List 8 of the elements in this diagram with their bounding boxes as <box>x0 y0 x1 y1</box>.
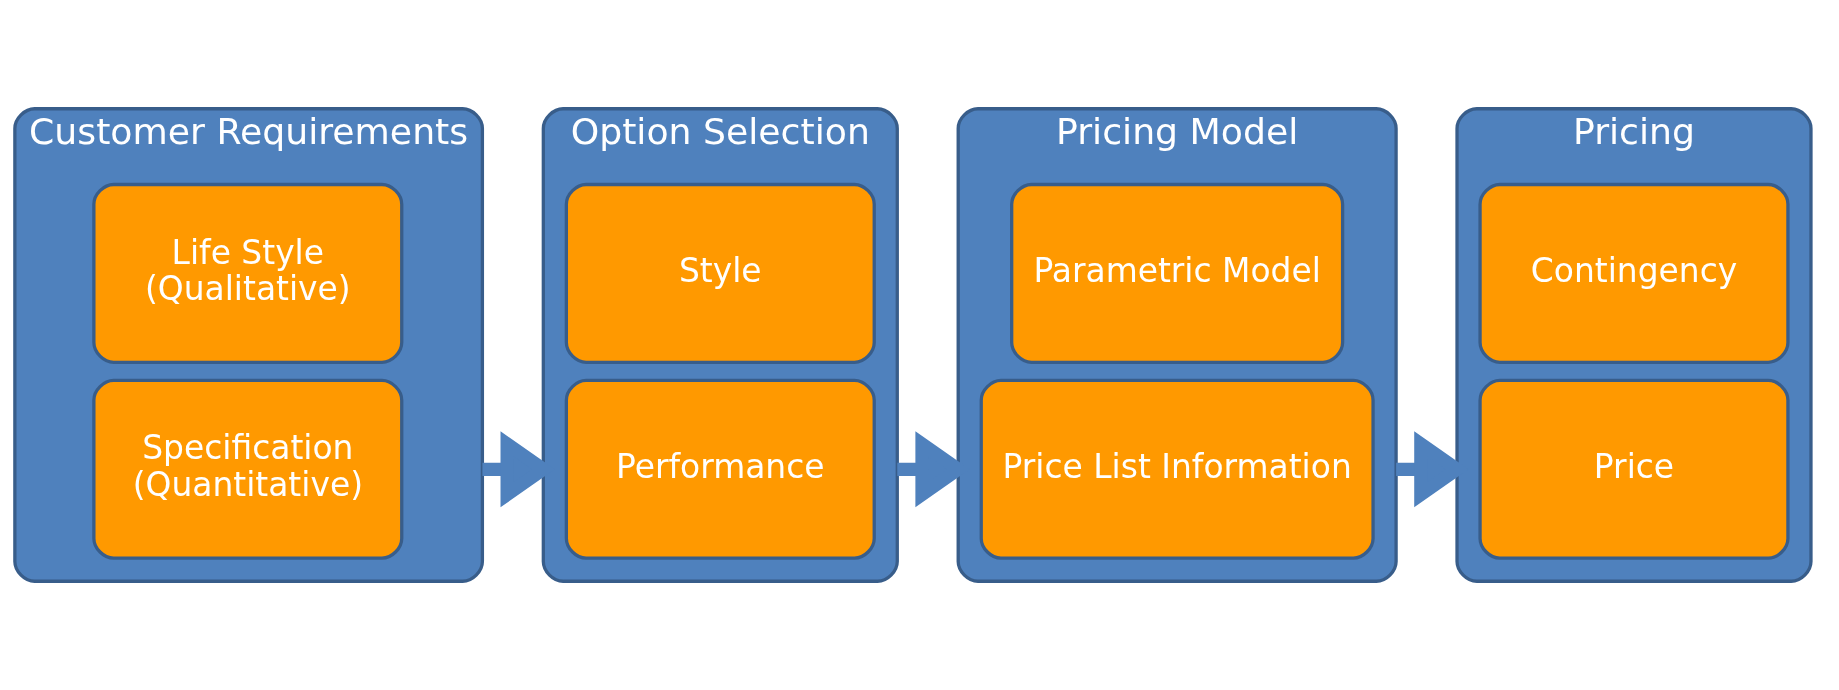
node-box: Price <box>1478 378 1790 560</box>
node-box: Life Style (Qualitative) <box>92 182 404 364</box>
node-box: Parametric Model <box>1010 182 1345 364</box>
node-box: Price List Information <box>979 378 1375 560</box>
node-box: Style <box>564 182 876 364</box>
node-box: Contingency <box>1478 182 1790 364</box>
node-box: Performance <box>564 378 876 560</box>
node-box: Specification (Quantitative) <box>92 378 404 560</box>
